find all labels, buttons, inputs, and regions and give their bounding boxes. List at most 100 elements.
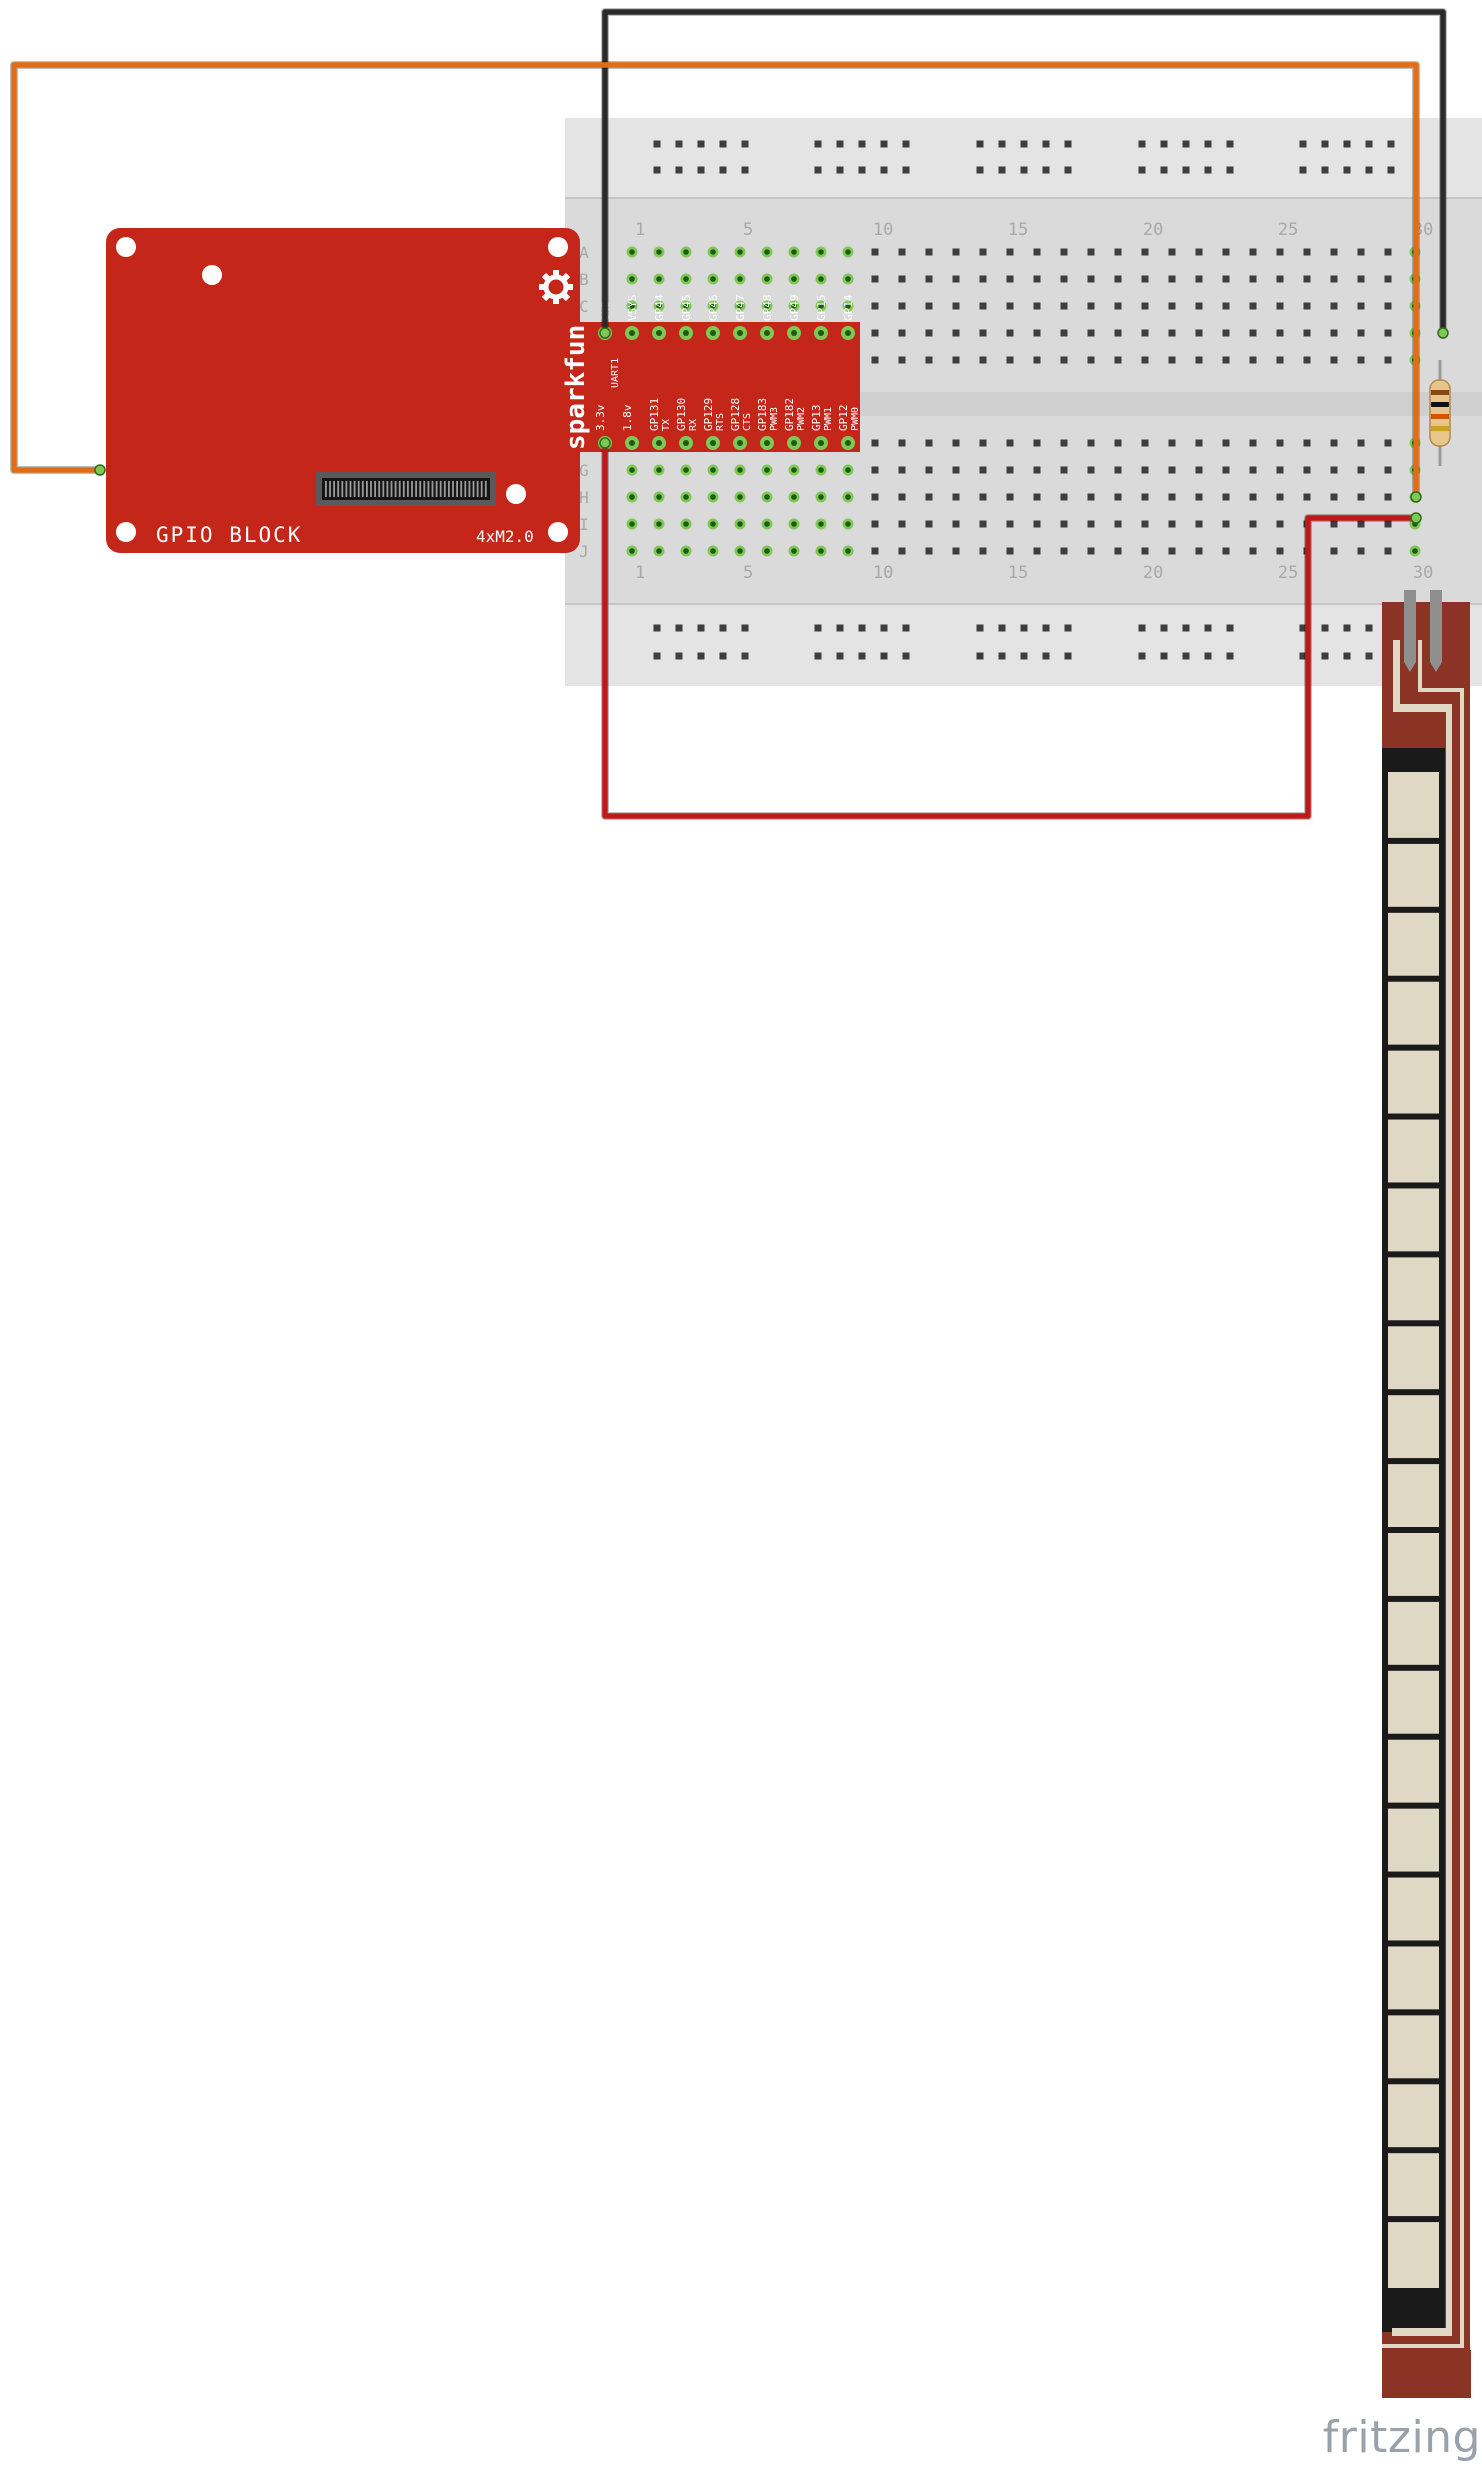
breadboard-hole-active: [764, 494, 770, 500]
power-rail-hole: [675, 624, 683, 632]
breadboard-hole: [1195, 547, 1203, 555]
breadboard-hole: [871, 302, 879, 310]
power-rail-hole: [1204, 166, 1212, 174]
power-rail-hole: [1299, 140, 1307, 148]
bottom-pin-sublabel: RTS: [715, 413, 726, 431]
power-rail-hole: [814, 624, 822, 632]
breadboard-hole: [871, 356, 879, 364]
breadboard-hole: [1114, 329, 1122, 337]
breadboard-hole-active: [710, 521, 716, 527]
breadboard-hole: [871, 329, 879, 337]
column-number-label: 15: [1008, 563, 1028, 583]
breadboard-hole-active: [629, 521, 635, 527]
breadboard-hole-active: [818, 521, 824, 527]
breadboard-hole: [1060, 275, 1068, 283]
power-rail-hole: [1204, 140, 1212, 148]
connector-pin: [427, 481, 430, 497]
power-rail-hole: [741, 652, 749, 660]
connector-pin: [382, 481, 385, 497]
connector-pin: [390, 481, 393, 497]
gpio-block-label: GPIO BLOCK: [156, 523, 302, 547]
breadboard-hole: [1330, 439, 1338, 447]
connector-pin: [353, 481, 356, 497]
breadboard-hole-active: [791, 276, 797, 282]
breadboard-hole: [1033, 356, 1041, 364]
breadboard-hole: [979, 302, 987, 310]
breadboard-hole: [1384, 275, 1392, 283]
breadboard-hole: [1384, 329, 1392, 337]
breadboard-hole: [1114, 547, 1122, 555]
breadboard-hole: [979, 520, 987, 528]
power-rail-hole: [1064, 166, 1072, 174]
breadboard-hole: [1357, 302, 1365, 310]
top-pin-label: GP48: [761, 295, 774, 322]
connector-pin: [378, 481, 381, 497]
flex-sensor-segment-divider: [1388, 1389, 1439, 1396]
power-rail-hole: [1343, 624, 1351, 632]
breadboard-hole-active: [683, 467, 689, 473]
header-pin-center: [845, 330, 851, 336]
power-rail-hole: [1042, 166, 1050, 174]
breadboard-hole: [1033, 466, 1041, 474]
column-number-label: 15: [1008, 220, 1028, 240]
power-rail-hole: [836, 652, 844, 660]
breadboard-hole: [1195, 439, 1203, 447]
connector-pin: [472, 481, 475, 497]
breadboard-hole-active: [764, 276, 770, 282]
breadboard-hole: [925, 439, 933, 447]
breadboard-hole: [1357, 439, 1365, 447]
breadboard-hole: [952, 466, 960, 474]
power-rail-hole: [998, 140, 1006, 148]
breadboard-hole: [1060, 520, 1068, 528]
gear-tooth: [541, 272, 552, 283]
column-number-label: 10: [873, 220, 893, 240]
connector-pin: [361, 481, 364, 497]
breadboard-hole: [1006, 302, 1014, 310]
power-rail-hole: [1226, 140, 1234, 148]
power-rail-hole: [976, 624, 984, 632]
breadboard-hole: [1330, 329, 1338, 337]
breadboard-hole: [1195, 493, 1203, 501]
breadboard-hole: [871, 520, 879, 528]
power-rail-hole: [741, 166, 749, 174]
breadboard-hole: [1195, 302, 1203, 310]
flex-sensor-segment-divider: [1388, 1940, 1439, 1947]
power-rail-hole: [814, 652, 822, 660]
breadboard-hole-active: [764, 249, 770, 255]
connector-pin: [341, 481, 344, 497]
breadboard-hole: [1330, 356, 1338, 364]
power-rail-hole: [998, 166, 1006, 174]
flex-sensor-segment-divider: [1388, 1733, 1439, 1740]
power-rail-hole: [1299, 166, 1307, 174]
breadboard-hole: [1060, 547, 1068, 555]
breadboard-hole: [1357, 248, 1365, 256]
header-pin-center: [683, 440, 689, 446]
breadboard-hole: [1249, 356, 1257, 364]
gear-tooth: [565, 284, 573, 290]
power-rail-hole: [719, 652, 727, 660]
breadboard-hole: [1087, 493, 1095, 501]
breadboard-hole: [1060, 356, 1068, 364]
breadboard-hole: [1006, 493, 1014, 501]
power-rail-hole: [1138, 624, 1146, 632]
breadboard-hole-active: [710, 303, 716, 309]
column-number-label: 30: [1413, 563, 1433, 583]
connector-pin: [484, 481, 487, 497]
wire-end-connector: [599, 327, 611, 339]
power-rail-hole: [1182, 140, 1190, 148]
breadboard-hole-active: [737, 548, 743, 554]
connector-pin: [402, 481, 405, 497]
power-rail-hole: [1321, 166, 1329, 174]
connector-pin: [423, 481, 426, 497]
breadboard-hole: [1276, 493, 1284, 501]
bottom-pin-label: GP131: [648, 398, 661, 431]
breadboard-hole-active: [683, 521, 689, 527]
breadboard-hole-active: [791, 494, 797, 500]
power-rail-hole: [858, 166, 866, 174]
power-rail-bottom: [565, 604, 1482, 686]
breadboard-hole-active: [629, 303, 635, 309]
flex-sensor-segment-divider: [1388, 1527, 1439, 1533]
connector-pin: [464, 481, 467, 497]
breadboard-hole-active: [737, 467, 743, 473]
